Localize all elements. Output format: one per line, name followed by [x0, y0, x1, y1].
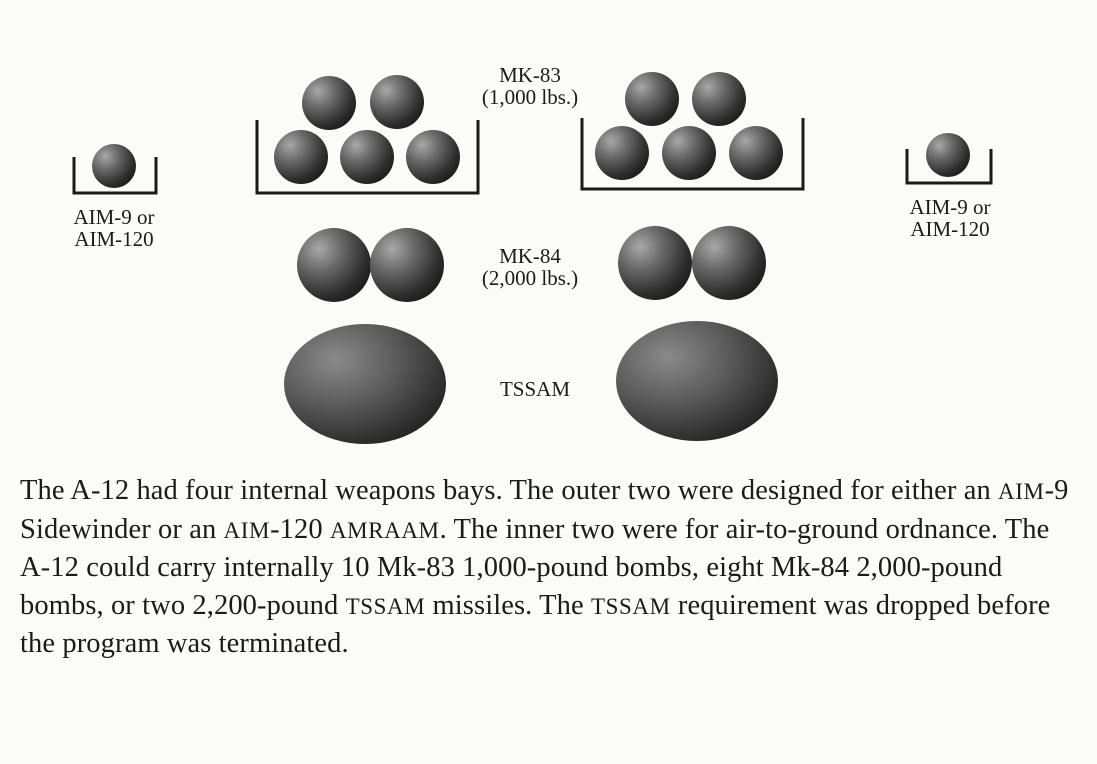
caption-tssam-smallcaps-2: TSSAM	[590, 593, 671, 619]
weapons-bay-diagram	[72, 72, 993, 444]
mk83-label-line1: MK-83	[499, 63, 561, 87]
aim-label-right-line1: AIM-9 or	[909, 195, 991, 219]
mk84-label: MK-84 (2,000 lbs.)	[460, 245, 600, 289]
right-mk83-bay	[580, 72, 805, 191]
mk83-bomb	[274, 130, 328, 184]
right-aim-bay	[905, 133, 993, 185]
aim-label-right: AIM-9 or AIM-120	[880, 196, 1020, 240]
aim-missile-left	[92, 144, 136, 188]
aim-missile-right	[926, 133, 970, 177]
mk84-bomb	[370, 228, 444, 302]
mk84-label-line2: (2,000 lbs.)	[481, 266, 579, 290]
caption-part-2: -9 Sidewinder or an	[20, 475, 1069, 545]
caption-aim9-smallcaps: AIM	[998, 479, 1045, 504]
caption-part-1: The A-12 had four internal weapons bays.…	[20, 475, 999, 506]
mk83-bomb	[692, 72, 746, 126]
right-mk83-bay-outline	[580, 118, 805, 191]
caption-part-5: missiles. The	[425, 589, 591, 621]
right-aim-bay-outline	[905, 149, 993, 185]
mk83-bomb	[370, 75, 424, 129]
right-mk84-group	[618, 226, 766, 300]
aim-label-left: AIM-9 or AIM-120	[44, 206, 184, 250]
caption-part-4: . The inner two were for air-to-ground o…	[20, 513, 1050, 621]
caption-aim120-smallcaps: AIM	[223, 517, 271, 543]
mk83-bomb	[302, 76, 356, 130]
mk83-bomb	[662, 126, 716, 180]
aim-label-left-line1: AIM-9 or	[73, 205, 155, 229]
caption-part-6: requirement was dropped before the progr…	[20, 589, 1051, 660]
tssam-missile-right	[616, 321, 778, 441]
mk83-label: MK-83 (1,000 lbs.)	[460, 64, 600, 108]
mk84-bomb	[618, 226, 692, 300]
left-mk84-group	[297, 228, 444, 302]
mk83-bomb	[406, 130, 460, 184]
left-aim-bay-outline	[72, 157, 158, 195]
caption-text: The A-12 had four internal weapons bays.…	[20, 472, 1080, 663]
left-mk83-bay-outline	[255, 120, 480, 195]
mk83-bomb	[625, 72, 679, 126]
caption-tssam-smallcaps-1: TSSAM	[345, 593, 426, 619]
caption-amraam-smallcaps: AMRAAM	[329, 517, 440, 543]
mk83-label-line2: (1,000 lbs.)	[481, 85, 579, 109]
mk83-bomb	[340, 130, 394, 184]
mk84-bomb	[692, 226, 766, 300]
mk83-bomb	[729, 126, 783, 180]
tssam-missile-left	[284, 324, 446, 444]
mk83-bomb	[595, 126, 649, 180]
left-aim-bay	[72, 144, 158, 195]
mk84-label-line1: MK-84	[499, 244, 561, 268]
tssam-label-text: TSSAM	[499, 377, 571, 401]
mk84-bomb	[297, 228, 371, 302]
caption-part-3: -120	[270, 513, 330, 545]
aim-label-left-line2: AIM-120	[74, 227, 154, 251]
aim-label-right-line2: AIM-120	[910, 217, 990, 241]
tssam-label: TSSAM	[460, 378, 610, 400]
left-mk83-bay	[255, 75, 480, 195]
figure-caption: The A-12 had four internal weapons bays.…	[20, 472, 1080, 663]
